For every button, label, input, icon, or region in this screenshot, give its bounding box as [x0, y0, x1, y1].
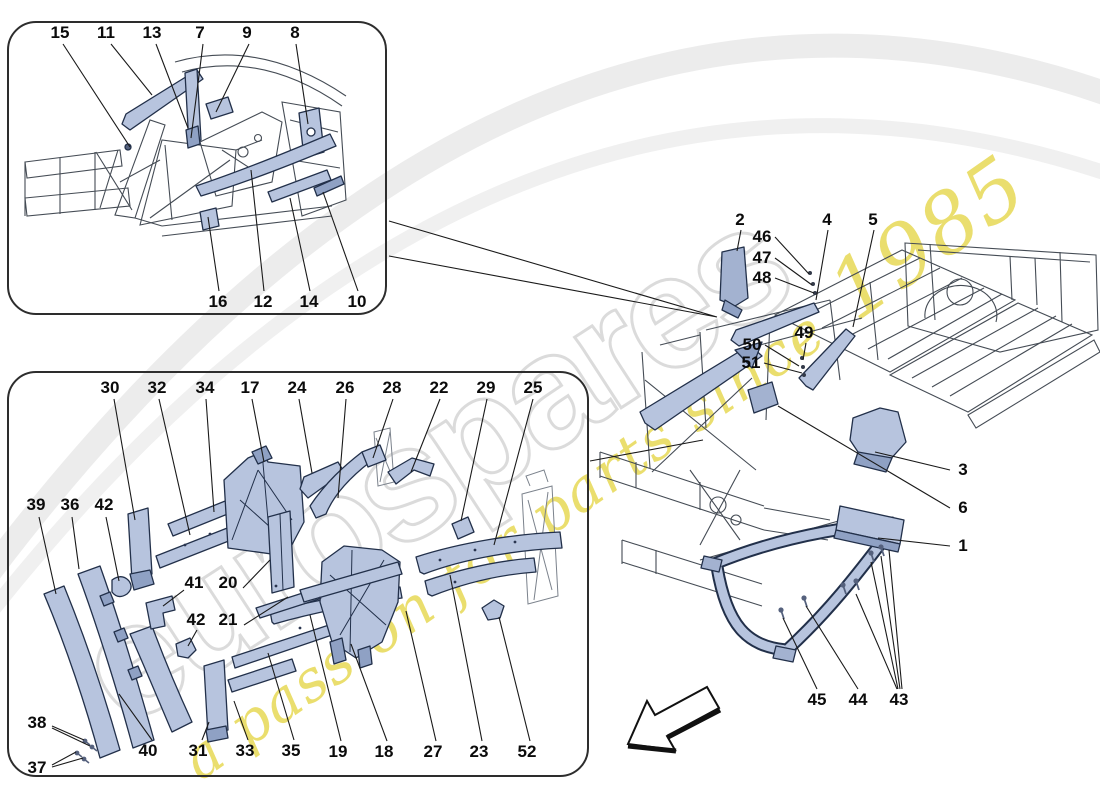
rivet-dots	[183, 532, 517, 630]
part-52-clip	[481, 599, 505, 621]
leader-lines	[38, 43, 951, 768]
part-16-bracket	[199, 207, 220, 231]
part-40-sill	[129, 625, 193, 733]
part-42-clip-lower	[175, 637, 197, 659]
front-direction-arrow-icon	[626, 685, 722, 754]
part-3-bracket	[849, 407, 907, 463]
part-31-member	[203, 659, 229, 737]
part-7-plate	[185, 125, 201, 149]
inset-box-front-structure	[7, 21, 387, 315]
subframe-screws	[778, 544, 885, 620]
inset-box-elements	[7, 371, 589, 777]
part-9-bracket	[205, 96, 234, 120]
part-33-beam	[227, 658, 297, 693]
main-highlighted-parts	[639, 246, 907, 663]
part-1-subframe	[700, 505, 905, 663]
part-41-bracket	[145, 595, 176, 630]
part-5-brace	[798, 328, 856, 391]
part-19-beam	[299, 561, 403, 603]
part-29-block	[451, 516, 475, 540]
part-2-bracket	[719, 246, 749, 307]
fastener-dots	[800, 271, 817, 377]
part-4-brace	[730, 302, 820, 347]
elements-highlighted-parts	[43, 444, 563, 764]
part-11-upper-beam	[121, 69, 204, 131]
part-36-sill	[77, 565, 155, 749]
part-25-beam	[415, 531, 563, 575]
front-structure-highlighted-parts	[121, 68, 345, 231]
part-12-main-beam	[195, 133, 337, 197]
part-39-outer-sill	[43, 585, 121, 759]
part-42-clip-upper	[111, 576, 132, 598]
part-30-bracket	[127, 507, 153, 581]
part-10-bar	[313, 175, 345, 197]
